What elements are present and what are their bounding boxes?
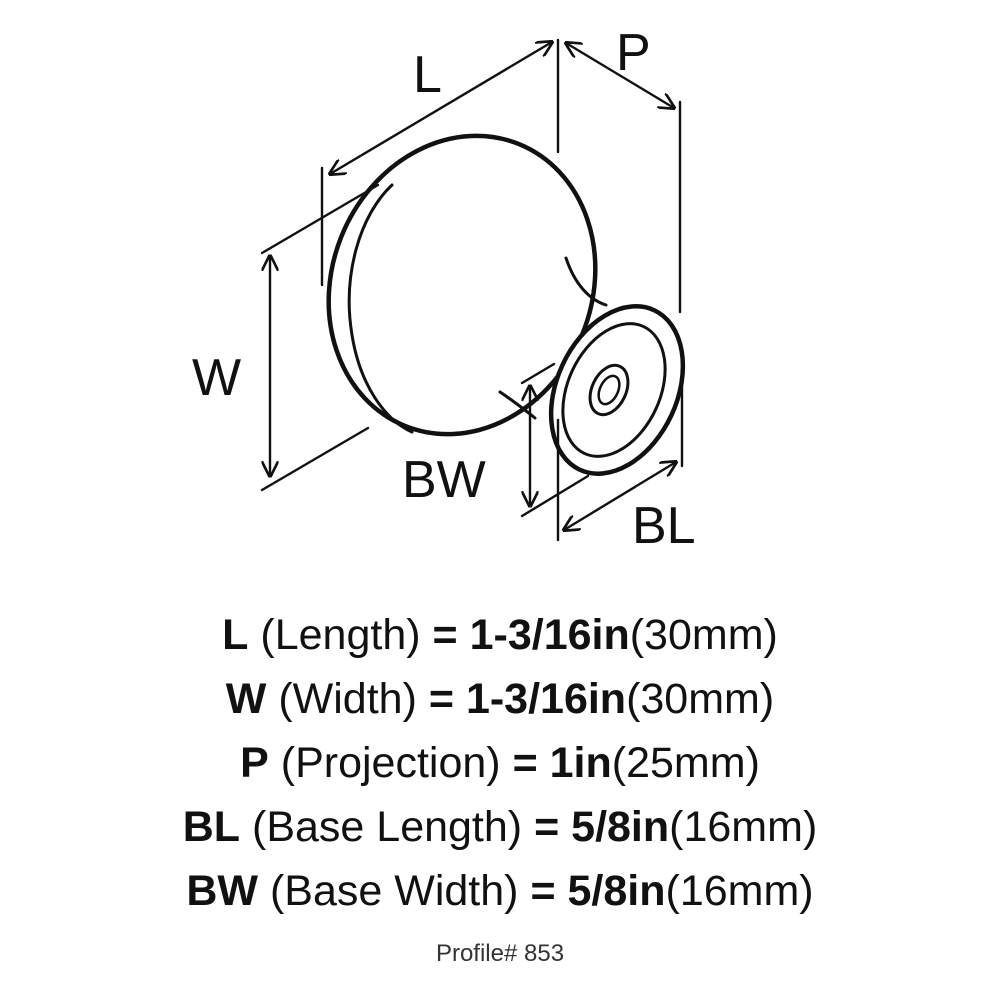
spec-width: W (Width) = 1-3/16in(30mm) [0, 667, 1000, 731]
spec-metric: (30mm) [629, 611, 778, 659]
spec-name: (Projection) [280, 739, 501, 787]
spec-imperial: 5/8in [567, 867, 666, 915]
label-W: W [192, 349, 241, 407]
spec-metric: (25mm) [611, 739, 760, 787]
spec-equals: = [530, 867, 556, 915]
spec-imperial: 1in [549, 739, 612, 787]
spec-name: (Length) [260, 611, 421, 659]
spec-code: L [222, 611, 249, 659]
spec-equals: = [432, 611, 458, 659]
knob-drawing [326, 133, 686, 476]
spec-length: L (Length) = 1-3/16in(30mm) [0, 603, 1000, 667]
spec-equals: = [512, 739, 538, 787]
dim-line-L [330, 42, 552, 174]
label-BL: BL [632, 497, 696, 555]
spec-projection: P (Projection) = 1in(25mm) [0, 731, 1000, 795]
spec-metric: (16mm) [669, 803, 818, 851]
dim-line-BL [564, 462, 676, 530]
spec-imperial: 1-3/16in [465, 675, 627, 723]
knob-neck [564, 256, 608, 307]
spec-equals: = [428, 675, 454, 723]
spec-base-width: BW (Base Width) = 5/8in(16mm) [0, 859, 1000, 923]
label-P: P [616, 24, 651, 82]
spec-imperial: 5/8in [571, 803, 670, 851]
knob-screw-hole-inner [597, 374, 621, 406]
knob-rim-line [347, 183, 414, 434]
knob-base-inner [561, 322, 667, 458]
label-L: L [413, 46, 442, 104]
spec-imperial: 1-3/16in [469, 611, 630, 659]
dimension-spec-list: L (Length) = 1-3/16in(30mm) W (Width) = … [0, 603, 1000, 923]
profile-number: Profile# 853 [435, 940, 565, 967]
spec-metric: (30mm) [626, 675, 775, 723]
spec-base-length: BL (Base Length) = 5/8in(16mm) [0, 795, 1000, 859]
spec-code: BW [186, 867, 259, 915]
spec-name: (Width) [278, 675, 417, 723]
knob-dimension-diagram: L P W BW BL [192, 24, 696, 555]
label-BW: BW [402, 451, 486, 509]
knob-screw-hole-outer [588, 363, 630, 417]
dimension-lines [260, 38, 684, 542]
spec-code: P [240, 739, 269, 787]
spec-code: W [225, 675, 267, 723]
spec-code: BL [182, 803, 241, 851]
spec-metric: (16mm) [665, 867, 814, 915]
spec-name: (Base Width) [269, 867, 519, 915]
spec-equals: = [534, 803, 560, 851]
spec-name: (Base Length) [252, 803, 523, 851]
dim-line-P [566, 43, 674, 108]
